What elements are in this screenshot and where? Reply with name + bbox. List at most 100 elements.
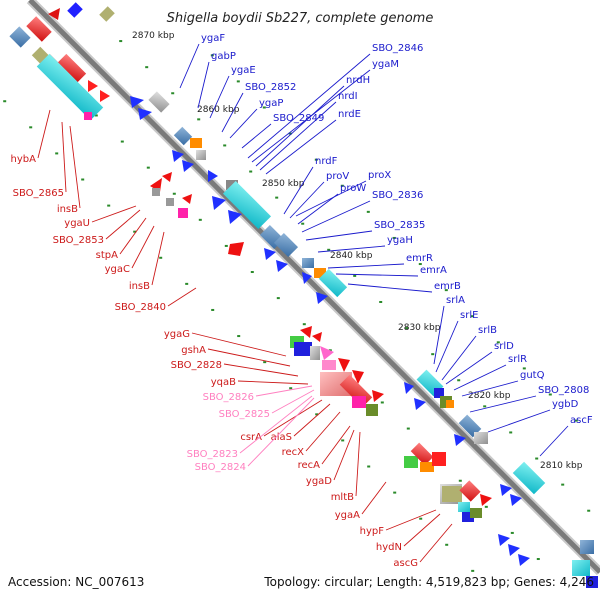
track-dot — [536, 558, 540, 561]
gene-label: ygaE — [231, 65, 256, 76]
track-dot — [211, 308, 215, 311]
track-dot — [55, 152, 59, 155]
gene-label: ascF — [570, 415, 593, 426]
leader-line — [445, 351, 493, 385]
gene-label: alaS — [271, 432, 292, 443]
track-dot — [302, 323, 306, 326]
gene-label: nrdH — [346, 75, 370, 86]
gene-label: proX — [368, 170, 391, 181]
gene-label: srlA — [446, 295, 465, 306]
gene-label: proW — [340, 183, 366, 194]
gene-label: ygbD — [552, 399, 579, 410]
track-dot — [458, 479, 462, 482]
track-dot — [393, 491, 397, 494]
track-dot — [366, 210, 370, 213]
track-dot — [262, 106, 266, 109]
track-dot — [94, 114, 98, 117]
leader-line — [355, 431, 361, 497]
leader-line — [37, 109, 51, 159]
leader-line — [433, 305, 445, 365]
leader-line — [335, 273, 419, 277]
gene-label: SBO_2824 — [195, 462, 246, 473]
gene-label: SBO_2853 — [53, 235, 104, 246]
leader-line — [131, 225, 155, 269]
gene-label: srlE — [460, 310, 478, 321]
gene-label: yqaB — [211, 377, 236, 388]
gene-label: SBO_2808 — [538, 385, 589, 396]
leader-line — [197, 61, 210, 109]
gene-label: ygaU — [64, 218, 90, 229]
track-dot — [249, 170, 253, 173]
gene-label: SBO_2823 — [187, 449, 238, 460]
track-dot — [223, 144, 227, 147]
track-dot — [198, 218, 202, 221]
map-title: Shigella boydii Sb227, complete genome — [167, 11, 434, 26]
track-dot — [406, 427, 410, 430]
track-dot — [133, 230, 137, 233]
topology-text: Topology: circular; Length: 4,519,823 bp… — [263, 575, 594, 589]
track-dot — [445, 543, 449, 546]
track-dot — [159, 256, 163, 259]
track-dot — [120, 140, 124, 143]
track-dot — [197, 118, 201, 121]
gene-label: emrB — [434, 281, 461, 292]
tick-label: 2830 kbp — [398, 323, 441, 333]
track-dot — [510, 531, 514, 534]
track-dot — [145, 66, 149, 69]
track-dot — [288, 132, 292, 135]
leader-line — [453, 364, 507, 391]
track-dot — [418, 263, 422, 266]
gene-label: proV — [326, 171, 349, 182]
leader-line — [241, 123, 272, 149]
track-dot — [119, 40, 123, 43]
gene-label: ygaF — [201, 33, 225, 44]
gene-label: nrdE — [338, 109, 361, 120]
track-dot — [236, 80, 240, 83]
gene-label: recA — [298, 460, 321, 471]
leader-line — [295, 180, 367, 217]
leader-line — [247, 53, 371, 159]
gene-label: srlD — [494, 341, 514, 352]
track-dot — [380, 401, 384, 404]
track-dot — [561, 483, 565, 486]
leader-line — [61, 121, 67, 193]
gene-label: SBO_2852 — [245, 82, 296, 93]
gene-label: emrA — [420, 265, 447, 276]
track-dot — [340, 184, 344, 187]
tick-label: 2870 kbp — [132, 31, 175, 41]
gene-label: gabP — [211, 51, 236, 62]
track-dot — [107, 204, 111, 207]
gene-label: SBO_2828 — [171, 360, 222, 371]
gene-label: SBO_2846 — [372, 43, 423, 54]
leader-line — [167, 287, 197, 307]
track-dot — [379, 300, 383, 303]
tick-label: 2840 kbp — [330, 251, 373, 261]
leader-line — [403, 513, 441, 547]
leader-line — [263, 399, 323, 437]
leader-line — [385, 509, 437, 531]
track-dot — [509, 431, 513, 434]
track-dot — [237, 335, 241, 338]
leader-line — [293, 403, 331, 437]
leader-line — [229, 108, 258, 139]
gene-label: srlB — [478, 325, 497, 336]
leader-line — [283, 166, 314, 215]
gene-label: mltB — [331, 492, 354, 503]
track-dot — [250, 271, 254, 274]
leader-line — [239, 395, 313, 454]
track-dot — [496, 341, 500, 344]
leader-line — [237, 380, 309, 385]
leader-line — [209, 75, 230, 119]
track-dot — [548, 393, 552, 396]
leader-line — [179, 43, 200, 89]
leader-line — [265, 119, 337, 175]
track-dot — [210, 54, 214, 57]
track-dot — [587, 509, 591, 512]
track-dot — [171, 92, 175, 95]
leader-line — [297, 193, 339, 225]
gene-label: hydN — [376, 542, 402, 553]
gene-label: ygaM — [372, 59, 399, 70]
track-dot — [471, 569, 475, 572]
